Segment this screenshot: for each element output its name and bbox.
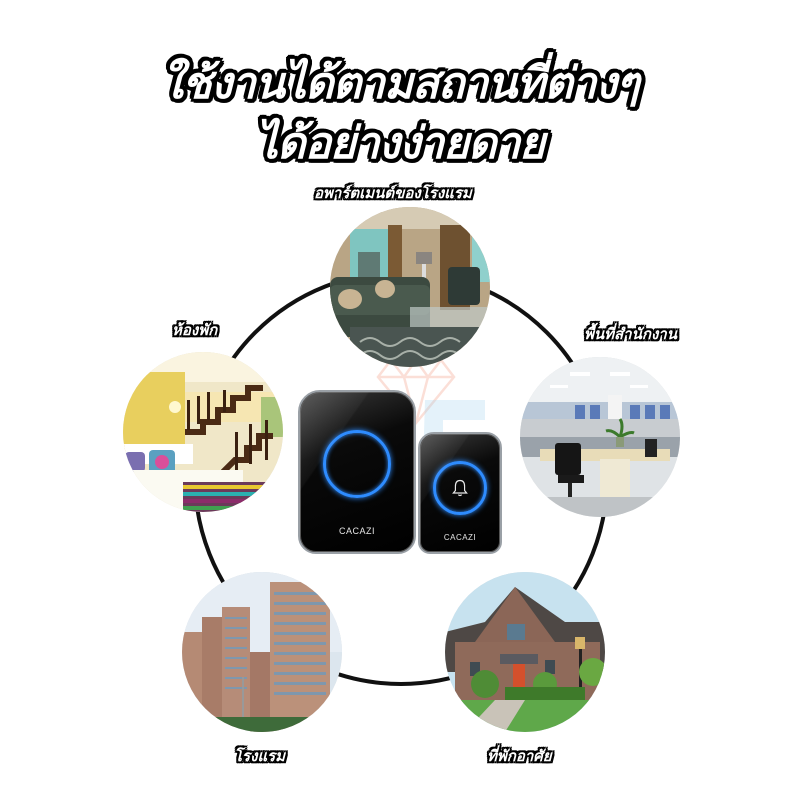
label-room: ห้องพัก (172, 321, 218, 339)
label-residence: ที่พักอาศัย (487, 747, 552, 765)
photo-hotel-apartment (330, 207, 490, 367)
button-brand: CACAZI (443, 533, 477, 542)
headline-line-2: ได้อย่างง่ายดาย (255, 118, 545, 169)
photo-residence (445, 572, 605, 732)
doorbell-receiver: CACAZI (298, 390, 416, 554)
receiver-light-ring (323, 430, 391, 498)
headline-line-1: ใช้งานได้ตามสถานที่ต่างๆ (161, 58, 639, 109)
label-hotel: โรงแรม (234, 747, 286, 765)
receiver-brand: CACAZI (338, 526, 375, 536)
photo-hotel (182, 572, 342, 732)
label-hotel-apartment: อพาร์ตเมนต์ของโรงแรม (314, 184, 472, 202)
doorbell-button: CACAZI (418, 432, 502, 554)
label-office: พื้นที่สำนักงาน (584, 325, 677, 343)
button-light-ring (433, 461, 487, 515)
photo-room (123, 352, 283, 512)
photo-office (520, 357, 680, 517)
bell-icon (452, 479, 468, 497)
